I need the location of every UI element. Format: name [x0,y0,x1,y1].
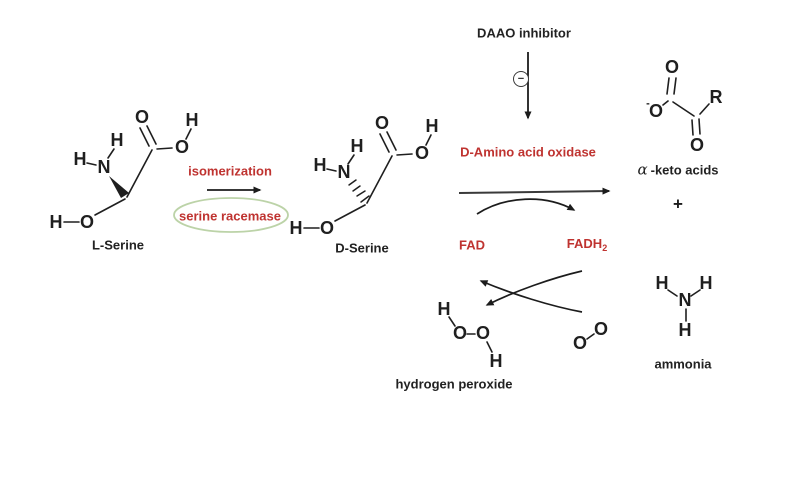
inhibition-minus-icon: − [513,71,529,87]
oxygen-left-atom: O [572,333,588,353]
top-oxygen-atom: O [664,57,680,77]
nitrogen-atom: N [337,162,351,182]
isomerization-label: isomerization [188,163,272,179]
keto-oxygen-atom: O [689,135,705,155]
l-serine-bonds [63,125,192,223]
d-amino-acid-oxidase-label: D-Amino acid oxidase [460,144,596,160]
oxygen-right-atom: O [593,319,609,339]
ammonia-label: ammonia [654,356,712,372]
nitrogen-atom: N [97,157,111,177]
o2-bond [586,333,595,340]
hydrogen-left-atom: H [655,273,669,293]
serine-racemase-label: serine racemase [179,208,281,224]
o2-h2o2-arrows [479,270,583,313]
fad-cycle-arrow [476,198,576,215]
acid-oxygen-atom: O [414,143,430,163]
carboxylate-oxygen-atom: O [648,101,664,121]
h2o2-bonds [448,316,493,353]
main-reaction-arrow [458,187,611,195]
acid-hydrogen-atom: H [185,110,199,130]
hydroxyl-oxygen-atom: O [319,218,335,238]
negative-charge: - [646,97,650,110]
fad-label: FAD [459,237,485,253]
hydrogen-peroxide-label: hydrogen peroxide [395,376,513,392]
alpha-keto-bonds [662,77,710,136]
carbonyl-oxygen-atom: O [374,113,390,133]
amine-hydrogen-left-atom: H [313,155,327,175]
hydroxyl-hydrogen-atom: H [289,218,303,238]
alpha-keto-acids-label: α-keto acids [637,160,719,179]
amine-hydrogen-left-atom: H [73,149,87,169]
d-serine-bonds [303,131,432,229]
daao-inhibitor-label: DAAO inhibitor [477,25,571,41]
nitrogen-atom: N [678,290,692,310]
hydrogen-bottom-atom: H [678,320,692,340]
stereo-wedge-bond [109,176,129,198]
oxygen-left-atom: O [452,323,468,343]
serine-racemase-ellipse [173,197,289,233]
stereo-hash-bond [348,179,370,203]
hydrogen-right-atom: H [699,273,713,293]
acid-oxygen-atom: O [174,137,190,157]
amine-hydrogen-top-atom: H [350,136,364,156]
carbonyl-oxygen-atom: O [134,107,150,127]
fadh2-label: FADH2 [566,236,608,253]
r-group-atom: R [709,87,723,107]
hydrogen-bottom-atom: H [489,351,503,371]
hydroxyl-oxygen-atom: O [79,212,95,232]
amine-hydrogen-top-atom: H [110,130,124,150]
oxygen-right-atom: O [475,323,491,343]
acid-hydrogen-atom: H [425,116,439,136]
l-serine-label: L-Serine [91,237,145,253]
hydroxyl-hydrogen-atom: H [49,212,63,232]
plus-sign: + [673,194,683,214]
hydrogen-top-atom: H [437,299,451,319]
ammonia-bonds [667,289,701,322]
d-serine-label: D-Serine [335,240,389,256]
